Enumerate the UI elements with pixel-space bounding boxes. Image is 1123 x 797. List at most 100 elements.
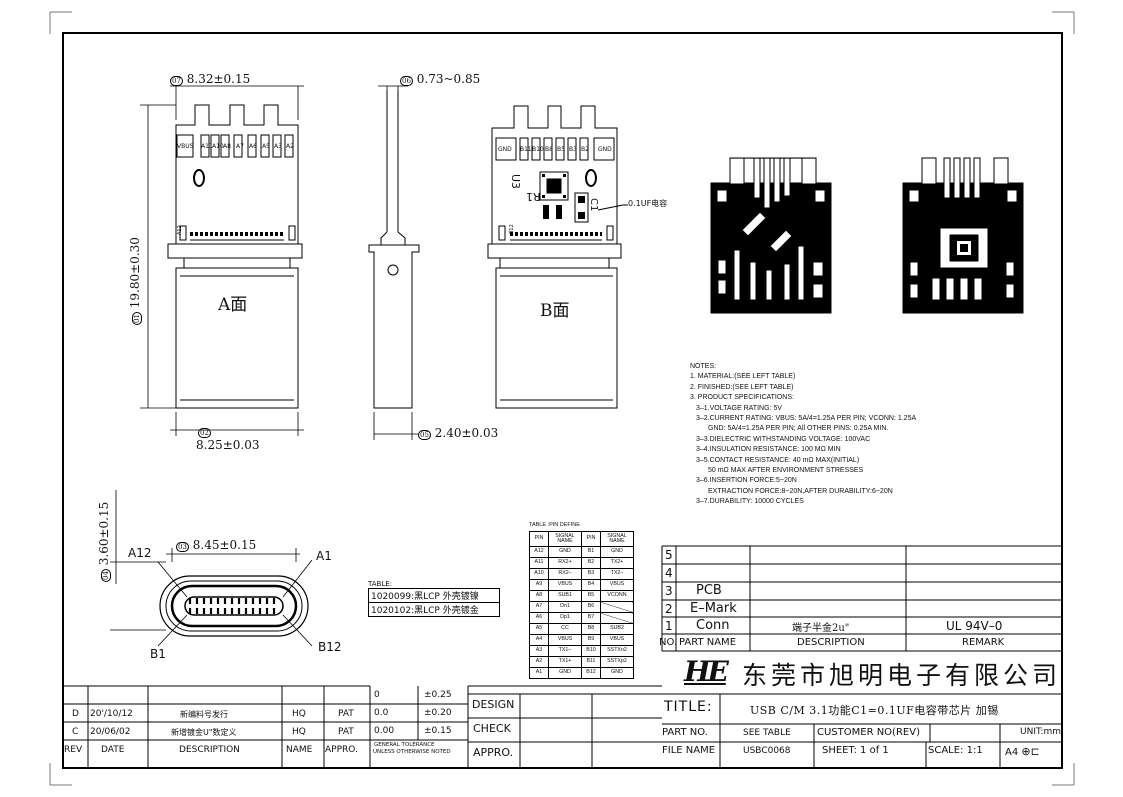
bom-header-remark: REMARK <box>962 637 1005 648</box>
pin-cell: TX1+ <box>548 656 582 668</box>
view-b <box>487 105 628 409</box>
pin-cell: A6 <box>529 612 549 624</box>
view-a <box>167 104 303 409</box>
view-a-label: A面 <box>218 295 248 315</box>
bom-header-no: NO. <box>659 637 678 648</box>
pin-cell: B5 <box>581 590 601 602</box>
pin-cell: B4 <box>581 579 601 591</box>
pin-cell: Dp1 <box>548 612 582 624</box>
view-a-pin-A12: A12 <box>177 225 183 235</box>
pin-cell: A7 <box>529 601 549 613</box>
pin-cell: RX2+ <box>548 557 582 569</box>
bom-header-part: PART NAME <box>679 637 737 648</box>
a-pin-label: A5 <box>262 143 270 150</box>
tolerance-key: 0 <box>374 690 380 700</box>
pin-header: SIGNAL NAME <box>600 531 634 547</box>
pcb-pattern-right <box>902 157 1024 314</box>
revision-table: D 20'/10/12 新编料号发行 HQ PAT C 20/06/02 新增镀… <box>63 686 370 768</box>
paper-size-text: A4 <box>1005 747 1019 758</box>
b-pin-label-row: GND B11 B10 B8 B5 B3 B2 GND <box>497 146 617 156</box>
pin-cell: Dn1 <box>548 601 582 613</box>
component-r1: R1 <box>526 190 541 203</box>
bom-no: 4 <box>665 566 673 580</box>
dim-tag: 06 <box>400 76 413 86</box>
pin-cell: VBUS <box>548 634 582 646</box>
scale-value: SCALE: 1:1 <box>928 745 983 756</box>
pin-cell: A10 <box>529 568 549 580</box>
pin-cell: A4 <box>529 634 549 646</box>
a-pin-label: VBUS <box>177 143 194 150</box>
pin-cell: B8 <box>581 623 601 635</box>
component-u3: U3 <box>509 174 522 190</box>
approval-design: DESIGN <box>472 698 515 711</box>
pin-cell: TX2– <box>600 568 634 580</box>
rev-desc: 新增镀金U"数定义 <box>171 728 237 737</box>
bom-table: 5 4 3 2 1 PCB E–Mark Conn 端子半金2u" UL 94V… <box>659 546 1062 651</box>
company-name: 东莞市旭明电子有限公司 <box>742 661 1062 690</box>
part-no-label: PART NO. <box>662 727 708 738</box>
rev-header: REV <box>64 745 83 755</box>
pin-header: SIGNAL NAME <box>548 531 582 547</box>
pin-cell: VBUS <box>600 579 634 591</box>
pin-cell: B10 <box>581 645 601 657</box>
notes-block: NOTES: 1. MATERIAL:(SEE LEFT TABLE) 2. F… <box>690 362 1020 508</box>
pin-cell: B3 <box>581 568 601 580</box>
tolerance-value: ±0.20 <box>424 708 452 718</box>
note-line: 3–5.CONTACT RESISTANCE: 40 mΩ MAX(INITIA… <box>696 456 860 464</box>
tolerance-key: 0.00 <box>374 726 395 736</box>
company-logo: HE <box>684 655 729 688</box>
b-pin-label: B10 <box>532 146 544 153</box>
pin-cell: A11 <box>529 557 549 569</box>
pin-header: PIN <box>529 531 549 547</box>
file-name-label: FILE NAME <box>662 745 716 756</box>
dim-value: 0.73~0.85 <box>416 72 481 86</box>
dim-value: 8.25±0.03 <box>196 438 260 452</box>
dim-value: 3.60±0.15 <box>97 501 111 566</box>
note-line: 3–4.INSULATION RESISTANCE: 100 MΩ MIN <box>696 446 841 454</box>
dim-02: 02 8.25±0.03 <box>196 424 276 452</box>
rev-code: C <box>72 727 79 737</box>
pin-cell: A3 <box>529 645 549 657</box>
bom-header-desc: DESCRIPTION <box>797 637 865 648</box>
b-pin-label: GND <box>498 146 512 153</box>
pin-cell: VBUS <box>548 579 582 591</box>
b-pin-label: GND <box>598 146 612 153</box>
note-line: 3–6.INSERTION FORCE:5~20N <box>696 477 797 485</box>
b-pin-label: B11 <box>520 146 532 153</box>
notes-title: NOTES: <box>690 363 717 370</box>
b-pin-label: B5 <box>557 146 565 153</box>
pin-cell: B7 <box>581 612 601 624</box>
a-pin-label: A6 <box>249 143 257 150</box>
rev-header: NAME <box>286 745 313 755</box>
title-block-grid <box>63 545 1062 768</box>
bom-no: 5 <box>665 548 673 562</box>
approval-check: CHECK <box>473 722 511 735</box>
paper-size: A4 ⊕⊏ <box>1005 745 1040 758</box>
pin-cell: VBUS <box>600 634 634 646</box>
pin-cell: GND <box>548 667 582 679</box>
bom-part: PCB <box>696 583 722 598</box>
pin-cell-empty <box>600 612 634 624</box>
dim-03: 03 8.45±0.15 <box>176 538 256 552</box>
pin-table-title: TABLE :PIN DEFINE <box>529 522 580 528</box>
rev-appro: PAT <box>338 727 354 737</box>
pin-cell: CC <box>548 623 582 635</box>
title-value: USB C/M 3.1功能C1=0.1UF电容带芯片 加锡 <box>750 704 999 717</box>
bom-no: 1 <box>665 619 673 633</box>
a-pin-label: A11 <box>201 143 213 150</box>
pin-cell: GND <box>600 546 634 558</box>
front-label-a1: A1 <box>316 549 332 563</box>
part-no-value: SEE TABLE <box>743 728 791 738</box>
rev-header: APPRO. <box>325 745 358 755</box>
b-pin-label: B8 <box>545 146 553 153</box>
note-line: GND: 5A/4=1.25A PER PIN; All OTHER PINS:… <box>708 425 889 433</box>
note-line: 2. FINISHED:(SEE LEFT TABLE) <box>690 383 794 391</box>
a-pin-label-row: VBUS A11 A10 A8 A7 A6 A5 A3 A2 <box>177 143 295 153</box>
view-b-label: B面 <box>540 301 570 321</box>
note-line: 50 mΩ MAX AFTER ENVIRONMENT STRESSES <box>708 467 864 475</box>
pin-cell: B12 <box>581 667 601 679</box>
rev-appro: PAT <box>338 709 354 719</box>
view-b-pin-B12: B12 <box>509 224 515 234</box>
pin-cell-empty <box>600 601 634 613</box>
